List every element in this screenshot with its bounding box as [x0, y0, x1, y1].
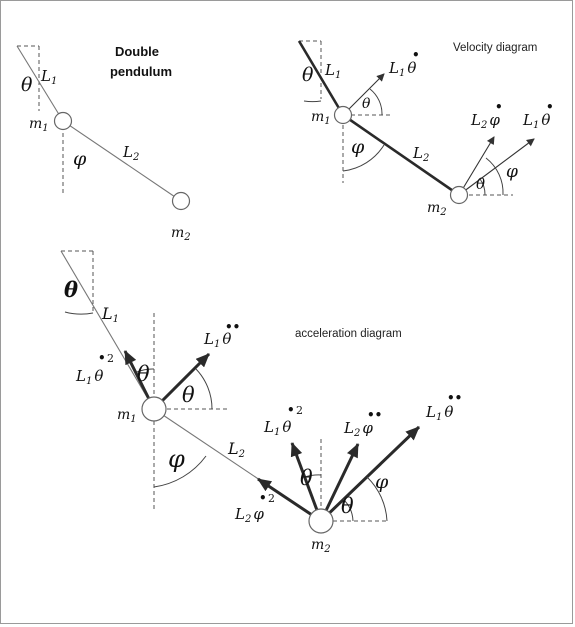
a-arc-theta-pivot — [64, 311, 94, 315]
a-mass-m2 — [308, 508, 334, 534]
a-L2phiddot-dots: •• — [367, 408, 382, 422]
v-mass-m2 — [449, 185, 469, 205]
v-L1-label: L1 — [324, 61, 341, 81]
a-L1thetaddot-dots: •• — [225, 320, 240, 334]
a-L1-label: L1 — [101, 304, 119, 325]
v-L2phidot-dot: • — [495, 100, 503, 114]
a-theta-pivot-label: θ — [64, 277, 78, 302]
v-rod-L1 — [297, 40, 345, 116]
rod-L1 — [16, 45, 64, 122]
phi-label: φ — [73, 148, 87, 170]
a-phi-m2-label: φ — [375, 471, 389, 493]
a-arrow-L1thetaddot — [152, 352, 211, 411]
a-L1thetadot2-m2-dot: • — [287, 403, 295, 417]
mass-m2 — [171, 191, 191, 211]
v-arc-phi-m1 — [342, 144, 385, 172]
v-m2-label: m2 — [427, 200, 447, 218]
a-arrow-L1thetaddot-m2 — [319, 425, 421, 523]
a-arrow-L2phidot2 — [257, 477, 322, 523]
a-mass-m1 — [141, 396, 167, 422]
v-arc-theta-m1 — [369, 88, 383, 116]
double-pendulum-title-line2: pendulum — [110, 64, 172, 79]
a-m1-label: m1 — [117, 407, 137, 425]
a-L2phidot2-dot: • — [259, 491, 267, 505]
a-arc-theta-m1-upper — [136, 368, 155, 373]
theta-label: θ — [21, 74, 33, 96]
acceleration-title: acceleration diagram — [295, 328, 402, 340]
v-phi-m1-label: φ — [351, 136, 365, 158]
a-phi-m1-label: φ — [168, 445, 185, 473]
a-arc-phi-m2 — [366, 476, 388, 522]
v-theta-pivot-label: θ — [302, 64, 314, 86]
L2-label: L2 — [122, 143, 139, 163]
a-m2-label: m2 — [311, 537, 331, 555]
a-L1thetadot2-dot: • — [98, 351, 106, 365]
v-mass-m1 — [333, 105, 353, 125]
a-arc-theta-m1-lower — [195, 368, 213, 410]
mass-m1 — [53, 111, 73, 131]
a-L1thetadot2-m2-sq: 2 — [296, 404, 303, 417]
rod-L2 — [62, 120, 182, 202]
v-arc-phi-m2 — [485, 157, 504, 196]
a-theta-m2-upper-label: θ — [300, 466, 313, 490]
a-L1thetadot2-sq: 2 — [107, 352, 114, 365]
v-arc-theta-m2 — [479, 178, 486, 196]
a-arrow-L1thetadot2-m2 — [290, 442, 323, 522]
a-theta-m2-lower-label: θ — [341, 494, 354, 518]
a-arc-theta-m2-upper — [304, 474, 322, 478]
double-pendulum-title-line1: Double — [115, 44, 159, 59]
a-arc-theta-m2-lower — [342, 498, 354, 522]
a-arc-phi-m1 — [153, 455, 207, 488]
a-L2-label: L2 — [227, 439, 245, 460]
a-theta-m1-upper-label: θ — [137, 362, 150, 386]
v-phi-m2-label: φ — [506, 162, 518, 182]
v-L1thetadot-m2-dot: • — [546, 100, 554, 114]
v-theta-m2-label: θ — [476, 175, 485, 193]
v-arc-theta-pivot — [303, 100, 322, 103]
a-theta-m1-lower-label: θ — [182, 383, 195, 407]
v-m1-label: m1 — [311, 109, 331, 127]
v-arrow-L2phidot — [458, 136, 495, 196]
m2-label: m2 — [171, 225, 191, 243]
L1-label: L1 — [40, 67, 57, 87]
v-arrow-L1thetadot — [342, 73, 385, 116]
a-L1thetaddot-m2-dots: •• — [447, 391, 462, 405]
v-rod-L2 — [342, 113, 460, 197]
velocity-title: Velocity diagram — [453, 42, 537, 54]
v-theta-m1-label: θ — [362, 96, 371, 112]
a-L2phidot2-sq: 2 — [268, 492, 275, 505]
panel-double-pendulum: Double pendulum θ L1 m1 φ L2 m2 — [16, 44, 191, 243]
v-arrow-L1thetadot-at-m2 — [458, 138, 535, 196]
v-L2-label: L2 — [412, 144, 429, 164]
v-L1thetadot-dot: • — [412, 48, 420, 62]
a-rod-L1 — [60, 250, 155, 410]
a-arrow-L2phiddot — [319, 443, 360, 522]
m1-label: m1 — [29, 116, 49, 134]
